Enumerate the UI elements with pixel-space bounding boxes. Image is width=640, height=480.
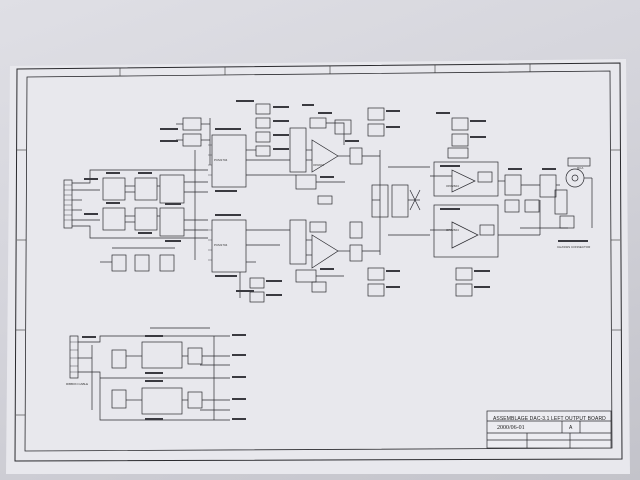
- opamp-right-top-label: OPA2604: [446, 184, 459, 188]
- ribbon-cable-label: RIBBON CABLE: [66, 382, 89, 386]
- main-circuit: [63, 103, 593, 303]
- power-annotations: [82, 334, 246, 420]
- dac-chip-bottom-label: PCM1704: [214, 243, 228, 247]
- outer-border: [14, 62, 623, 462]
- title-block-date: 2000/06-01: [497, 425, 525, 431]
- power-supply-circuit: [69, 327, 230, 421]
- border-ticks: [16, 64, 621, 416]
- paper-sheet: [6, 59, 630, 474]
- title-block-revision: A: [569, 425, 573, 431]
- title-block-title: ASSEMBLAGE DAC-3.1 LEFT OUTPUT BOARD: [493, 416, 606, 422]
- dac-chip-top-label: PCM1704: [214, 158, 228, 162]
- inner-border: [24, 70, 613, 452]
- opamp-right-bottom-label: OPA2604: [446, 228, 459, 232]
- rca-label: RCA: [577, 166, 584, 170]
- opamp-top-label: OPA604: [313, 163, 325, 167]
- chassis-connector-label: CHASSIS CONNECTOR: [557, 245, 591, 249]
- component-annotations: [84, 100, 588, 296]
- title-block: [486, 410, 612, 449]
